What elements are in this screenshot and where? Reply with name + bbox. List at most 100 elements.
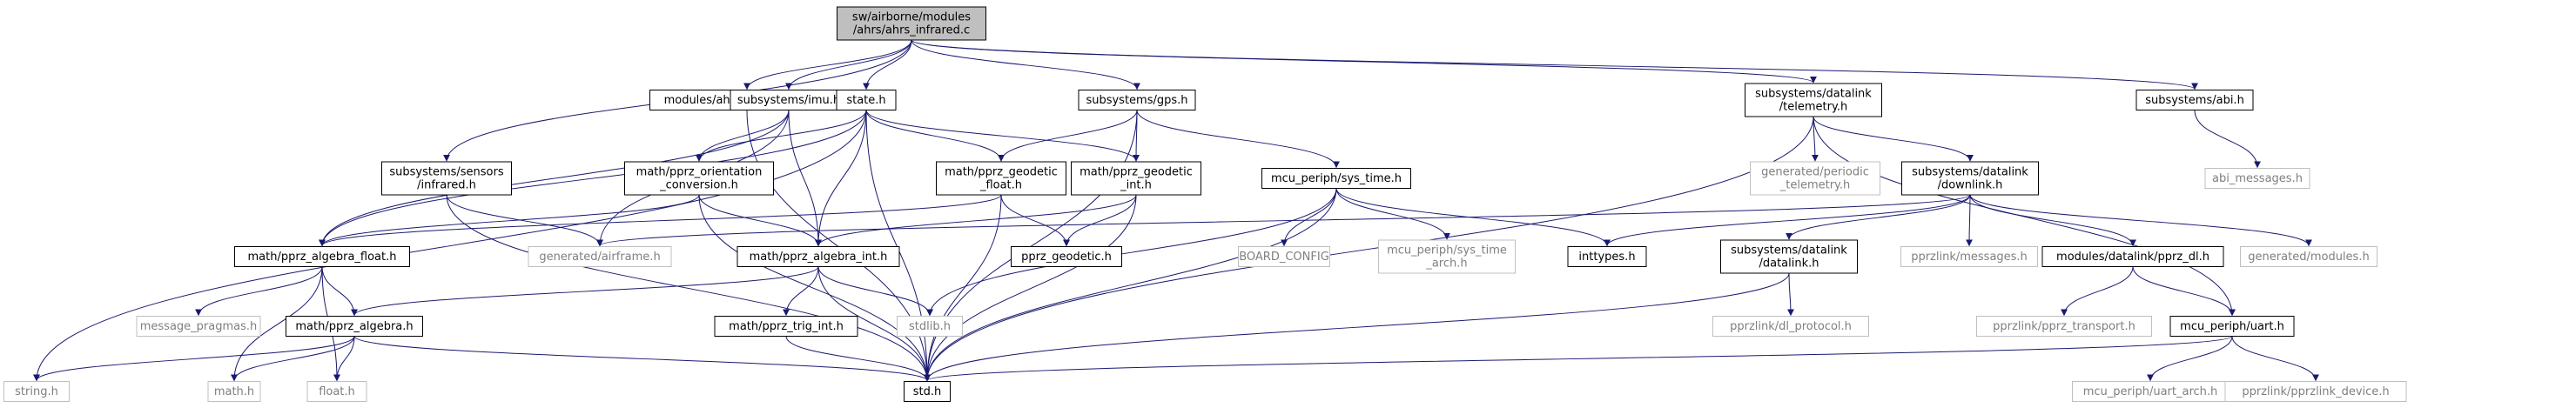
node-orientation-h[interactable]: math/pprz_orientation_conversion.h xyxy=(624,161,774,196)
edge-geodetic_int_h-to-algebra_int_h xyxy=(815,194,1137,247)
edge-state_h-to-geodetic_float_h xyxy=(865,110,1005,162)
node-label: math/pprz_geodetic xyxy=(1079,166,1193,179)
node-box xyxy=(3,381,70,402)
node-box xyxy=(2169,316,2295,337)
edge-state_h-to-orientation_h xyxy=(696,110,867,162)
node-box xyxy=(2240,246,2378,267)
edge-downlink_h-to-inttypes_h xyxy=(1604,194,1971,247)
edge-imu_h-to-algebra_float_h xyxy=(319,110,790,247)
node-label: mcu_periph/uart_arch.h xyxy=(2083,385,2218,398)
node-gen-modules-h: generated/modules.h xyxy=(2240,246,2378,267)
edge-algebra_h-to-string_h xyxy=(33,336,355,382)
node-label: subsystems/gps.h xyxy=(1086,94,1187,107)
node-sensors-infrared-h[interactable]: subsystems/sensors/infrared.h xyxy=(381,161,512,196)
edge-algebra_float_h-to-algebra_h xyxy=(321,266,358,317)
edge-algebra_float_h-to-message_pragmas_h xyxy=(195,266,323,317)
edge-datalink_h-to-dl_protocol_h xyxy=(1786,272,1794,317)
node-board-config: BOARD_CONFIG xyxy=(1238,246,1330,267)
node-label: stdlib.h xyxy=(909,320,951,333)
node-label: math/pprz_geodetic xyxy=(945,166,1058,179)
node-abi-h[interactable]: subsystems/abi.h xyxy=(2135,90,2254,110)
edge-sys_time_h-to-std_h xyxy=(924,188,1337,382)
node-uart-h[interactable]: mcu_periph/uart.h xyxy=(2169,316,2295,337)
node-box xyxy=(736,246,900,267)
node-label: math/pprz_orientation xyxy=(636,166,763,179)
edge-geodetic_int_h-to-std_h xyxy=(924,194,1137,382)
node-pprz-geodetic-h[interactable]: pprz_geodetic.h xyxy=(1011,246,1122,267)
edge-state_h-to-algebra_float_h xyxy=(319,110,867,247)
node-label: math/pprz_algebra_int.h xyxy=(750,251,888,264)
node-state-h[interactable]: state.h xyxy=(836,90,897,110)
node-airframe-h: generated/airframe.h xyxy=(528,246,672,267)
node-box xyxy=(1567,246,1647,267)
node-label: mcu_periph/sys_time xyxy=(1387,244,1507,258)
edge-downlink_h-to-gen_modules_h xyxy=(1969,194,2312,247)
edge-pprz_dl_h-to-uart_h xyxy=(2132,266,2236,317)
edge-abi_h-to-abi_messages_h xyxy=(2194,110,2261,169)
node-downlink-h[interactable]: subsystems/datalink/downlink.h xyxy=(1901,161,2039,196)
node-stdlib-h: stdlib.h xyxy=(897,316,963,337)
edge-pprz_dl_h-to-pprz_transport_h xyxy=(2061,266,2134,317)
node-trig-int-h[interactable]: math/pprz_trig_int.h xyxy=(714,316,858,337)
node-root[interactable]: sw/airborne/modules/ahrs/ahrs_infrared.c xyxy=(837,6,986,41)
edge-trig_int_h-to-std_h xyxy=(785,336,931,382)
node-box xyxy=(2135,90,2254,110)
node-box xyxy=(381,161,512,196)
node-box xyxy=(207,381,261,402)
node-gps-h[interactable]: subsystems/gps.h xyxy=(1078,90,1196,110)
node-label: state.h xyxy=(846,94,885,107)
edge-uart_h-to-std_h xyxy=(924,336,2233,382)
edge-uart_h-to-uart_arch_h xyxy=(2147,336,2233,382)
node-box xyxy=(1750,161,1880,196)
node-sys-time-h[interactable]: mcu_periph/sys_time.h xyxy=(1261,168,1411,189)
node-inttypes-h[interactable]: inttypes.h xyxy=(1567,246,1647,267)
node-label: pprzlink/dl_protocol.h xyxy=(1730,320,1852,333)
node-geodetic-float-h[interactable]: math/pprz_geodetic_float.h xyxy=(936,161,1066,196)
node-datalink-h[interactable]: subsystems/datalink/datalink.h xyxy=(1720,239,1858,274)
edge-imu_h-to-algebra_int_h xyxy=(788,110,822,247)
node-box xyxy=(1078,90,1196,110)
edge-sensors_infrared_h-to-airframe_h xyxy=(446,194,603,247)
node-box xyxy=(1720,239,1858,274)
edge-algebra_int_h-to-stdlib_h xyxy=(817,266,933,317)
node-box xyxy=(2224,381,2407,402)
edge-sys_time_h-to-stdlib_h xyxy=(926,188,1337,317)
node-algebra-h[interactable]: math/pprz_algebra.h xyxy=(286,316,423,337)
edge-uart_h-to-pprzlink_device_h xyxy=(2231,336,2319,382)
node-label: std.h xyxy=(913,385,942,398)
node-label: generated/periodic xyxy=(1761,166,1869,179)
node-label: pprzlink/pprzlink_device.h xyxy=(2242,385,2389,398)
node-box xyxy=(897,316,963,337)
node-uart-arch-h: mcu_periph/uart_arch.h xyxy=(2072,381,2229,402)
node-telemetry-h[interactable]: subsystems/datalink/telemetry.h xyxy=(1745,83,1882,117)
node-label: float.h xyxy=(319,385,355,398)
node-label: math/pprz_algebra.h xyxy=(295,320,413,333)
node-geodetic-int-h[interactable]: math/pprz_geodetic_int.h xyxy=(1071,161,1201,196)
node-algebra-float-h[interactable]: math/pprz_algebra_float.h xyxy=(234,246,410,267)
node-box xyxy=(1901,161,2039,196)
node-std-h[interactable]: std.h xyxy=(904,381,951,402)
edge-datalink_h-to-std_h xyxy=(924,272,1790,382)
node-label: /datalink.h xyxy=(1759,258,1819,271)
edge-root-to-imu_h xyxy=(785,39,912,90)
edge-geodetic_float_h-to-pprz_geodetic_h xyxy=(1000,194,1070,247)
node-label: /telemetry.h xyxy=(1779,101,1847,114)
edge-algebra_int_h-to-algebra_h xyxy=(351,266,819,317)
node-label: subsystems/sensors xyxy=(389,166,503,179)
node-algebra-int-h[interactable]: math/pprz_algebra_int.h xyxy=(736,246,900,267)
edge-root-to-gps_h xyxy=(911,39,1140,90)
node-label: _conversion.h xyxy=(659,179,738,192)
edge-algebra_float_h-to-math_h xyxy=(231,266,323,382)
edge-algebra_h-to-std_h xyxy=(353,336,931,382)
node-pprz-dl-h[interactable]: modules/datalink/pprz_dl.h xyxy=(2041,246,2224,267)
node-imu-h[interactable]: subsystems/imu.h xyxy=(730,90,848,110)
node-label: inttypes.h xyxy=(1578,251,1635,264)
node-box xyxy=(624,161,774,196)
node-label: modules/datalink/pprz_dl.h xyxy=(2056,251,2209,264)
node-box xyxy=(1745,83,1882,117)
edge-downlink_h-to-datalink_h xyxy=(1786,194,1971,240)
node-box xyxy=(837,6,986,41)
node-abi-messages-h: abi_messages.h xyxy=(2204,168,2310,189)
node-label: message_pragmas.h xyxy=(140,320,258,333)
